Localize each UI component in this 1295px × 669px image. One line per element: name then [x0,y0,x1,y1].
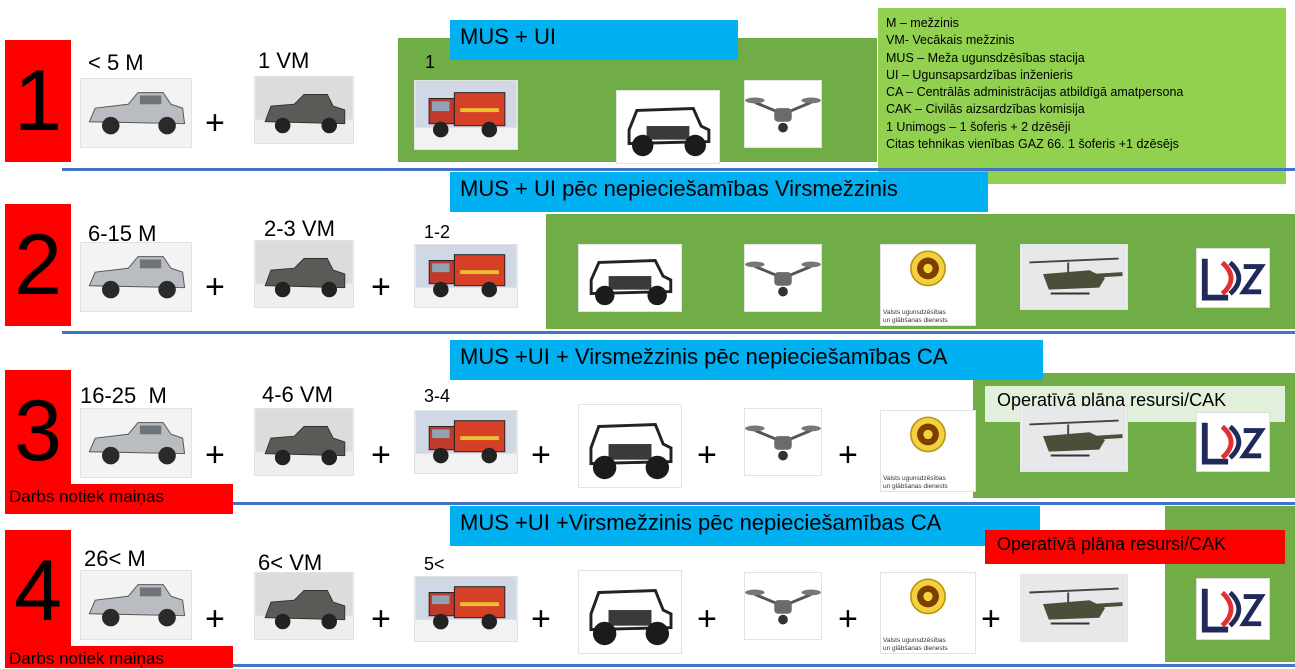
legend-line: CA – Centrālās administrācijas atbildīgā… [886,85,1184,100]
vugd-caption: Valsts ugunsdzēsības un glābšanas dienes… [883,475,948,490]
ldz-logo [1196,412,1270,472]
level-4-number: 4 [5,530,71,652]
vugd-caption: Valsts ugunsdzēsības un glābšanas dienes… [883,309,948,324]
row4-qty-senior: 6< VM [258,550,323,575]
level-3-number: 3 [5,370,71,492]
plus-sign: + [981,600,1001,638]
fire-truck-image [414,244,518,308]
legend-line: VM- Vecākais mežzinis [886,33,1015,48]
row2-qty-unimog: 1-2 [424,222,451,242]
row1-qty-senior: 1 VM [258,48,310,73]
row1-qty-foresters: < 5 M [88,50,144,75]
fire-truck-image [414,410,518,474]
plus-sign: + [697,436,717,474]
helicopter-image [1020,574,1128,642]
row1-qty-unimog: 1 [425,52,436,72]
legend-line: 1 Unimogs – 1 šoferis + 2 dzēsēji [886,119,1071,134]
plus-sign: + [697,600,717,638]
plus-sign: + [371,600,391,638]
helicopter-image [1020,244,1128,310]
legend-line: Citas tehnikas vienības GAZ 66. 1 šoferi… [886,137,1179,152]
row3-qty-senior: 4-6 VM [262,382,333,407]
row4-shift-note: Darbs notiek maiņas [5,646,233,668]
level-2-number: 2 [5,204,71,326]
pickup-truck-image [80,408,192,478]
row1-banner: MUS + UI [450,20,738,60]
drone-image [744,408,822,476]
atv-image [616,90,720,164]
separator-line [62,502,1295,505]
plus-sign: + [205,600,225,638]
vugd-caption: Valsts ugunsdzēsības un glābšanas dienes… [883,637,948,652]
row2-qty-foresters: 6-15 M [88,221,157,246]
plus-sign: + [205,436,225,474]
legend-box: M – mežzinis VM- Vecākais mežzinis MUS –… [878,8,1286,184]
row2-banner: MUS + UI pēc nepieciešamības Virsmežzini… [450,172,988,212]
vugd-emblem-image: Valsts ugunsdzēsības un glābšanas dienes… [880,244,976,326]
row4-resources-note: Operatīvā plāna resursi/CAK [985,530,1285,564]
plus-sign: + [371,268,391,306]
plus-sign: + [205,268,225,306]
row3-qty-foresters: 16-25 M [80,383,167,408]
separator-line [62,664,1295,667]
senior-forester-vehicle-image [254,76,354,144]
plus-sign: + [531,600,551,638]
row3-qty-unimog: 3-4 [424,386,451,406]
legend-line: UI – Ugunsapsardzības inženieris [886,67,1073,82]
row4-qty-foresters: 26< M [84,546,146,571]
legend-line: M – mežzinis [886,16,959,30]
atv-image [578,244,682,312]
drone-image [744,244,822,312]
separator-line [62,331,1295,334]
row3-banner: MUS +UI + Virsmežzinis pēc nepieciešamīb… [450,340,1043,380]
drone-image [744,572,822,640]
ldz-logo [1196,578,1270,640]
plus-sign: + [371,436,391,474]
atv-image [578,404,682,488]
vugd-emblem-image: Valsts ugunsdzēsības un glābšanas dienes… [880,572,976,654]
legend-line: MUS – Meža ugunsdzēsības stacija [886,50,1085,65]
separator-line [62,168,1295,171]
row3-shift-note: Darbs notiek maiņas [5,484,233,514]
plus-sign: + [838,600,858,638]
helicopter-image [1020,406,1128,472]
fire-truck-image [414,80,518,150]
plus-sign: + [531,436,551,474]
row2-qty-senior: 2-3 VM [264,216,335,241]
plus-sign: + [205,104,225,142]
atv-image [578,570,682,654]
legend-line: CAK – Civilās aizsardzības komisija [886,102,1085,117]
ldz-logo [1196,248,1270,308]
row4-banner: MUS +UI +Virsmežzinis pēc nepieciešamība… [450,506,1040,546]
senior-forester-vehicle-image [254,572,354,640]
pickup-truck-image [80,570,192,640]
senior-forester-vehicle-image [254,408,354,476]
row4-qty-unimog: 5< [424,554,445,574]
vugd-emblem-image: Valsts ugunsdzēsības un glābšanas dienes… [880,410,976,492]
fire-truck-image [414,576,518,642]
level-1-number: 1 [5,40,71,162]
senior-forester-vehicle-image [254,240,354,308]
pickup-truck-image [80,242,192,312]
drone-image [744,80,822,148]
pickup-truck-image [80,78,192,148]
plus-sign: + [838,436,858,474]
